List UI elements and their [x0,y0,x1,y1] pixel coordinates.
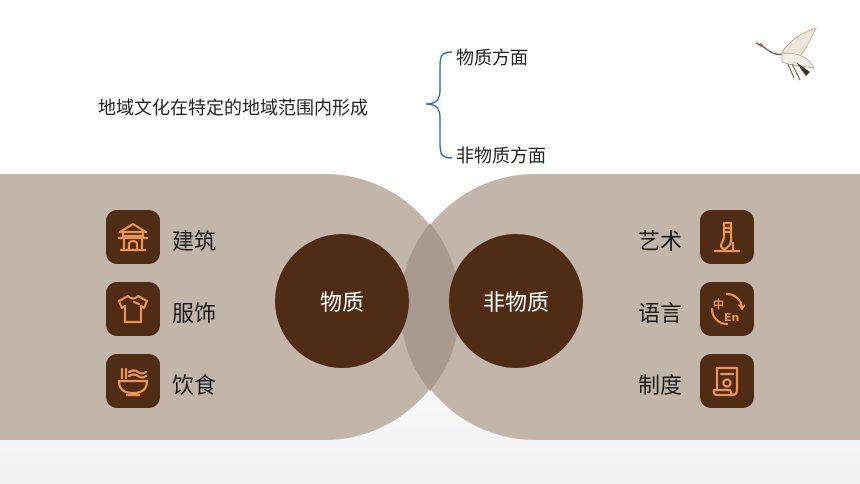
language-icon: 中 En [700,282,754,336]
bracket [425,51,453,159]
language-glyph-zh: 中 [713,297,724,311]
item-label-art: 艺术 [638,230,683,255]
crane-icon [755,27,817,81]
headline: 地域文化在特定的地域范围内形成 [98,98,368,119]
document-icon [700,354,754,408]
shirt-icon [106,282,160,336]
building-icon [106,210,160,264]
item-label-language: 语言 [638,302,683,327]
item-label-clothing: 服饰 [172,302,217,327]
panel-overlap [400,223,460,391]
branch-nonmaterial: 非物质方面 [456,146,546,167]
center-circle-nonmaterial: 非物质 [449,234,583,368]
item-label-food: 饮食 [172,374,217,399]
branch-material: 物质方面 [456,48,528,69]
center-circle-material: 物质 [275,234,409,368]
item-label-architecture: 建筑 [172,230,217,255]
food-bowl-icon [106,354,160,408]
item-label-system: 制度 [638,374,683,399]
ballet-shoe-icon [700,210,754,264]
language-glyph-en: En [724,311,739,324]
